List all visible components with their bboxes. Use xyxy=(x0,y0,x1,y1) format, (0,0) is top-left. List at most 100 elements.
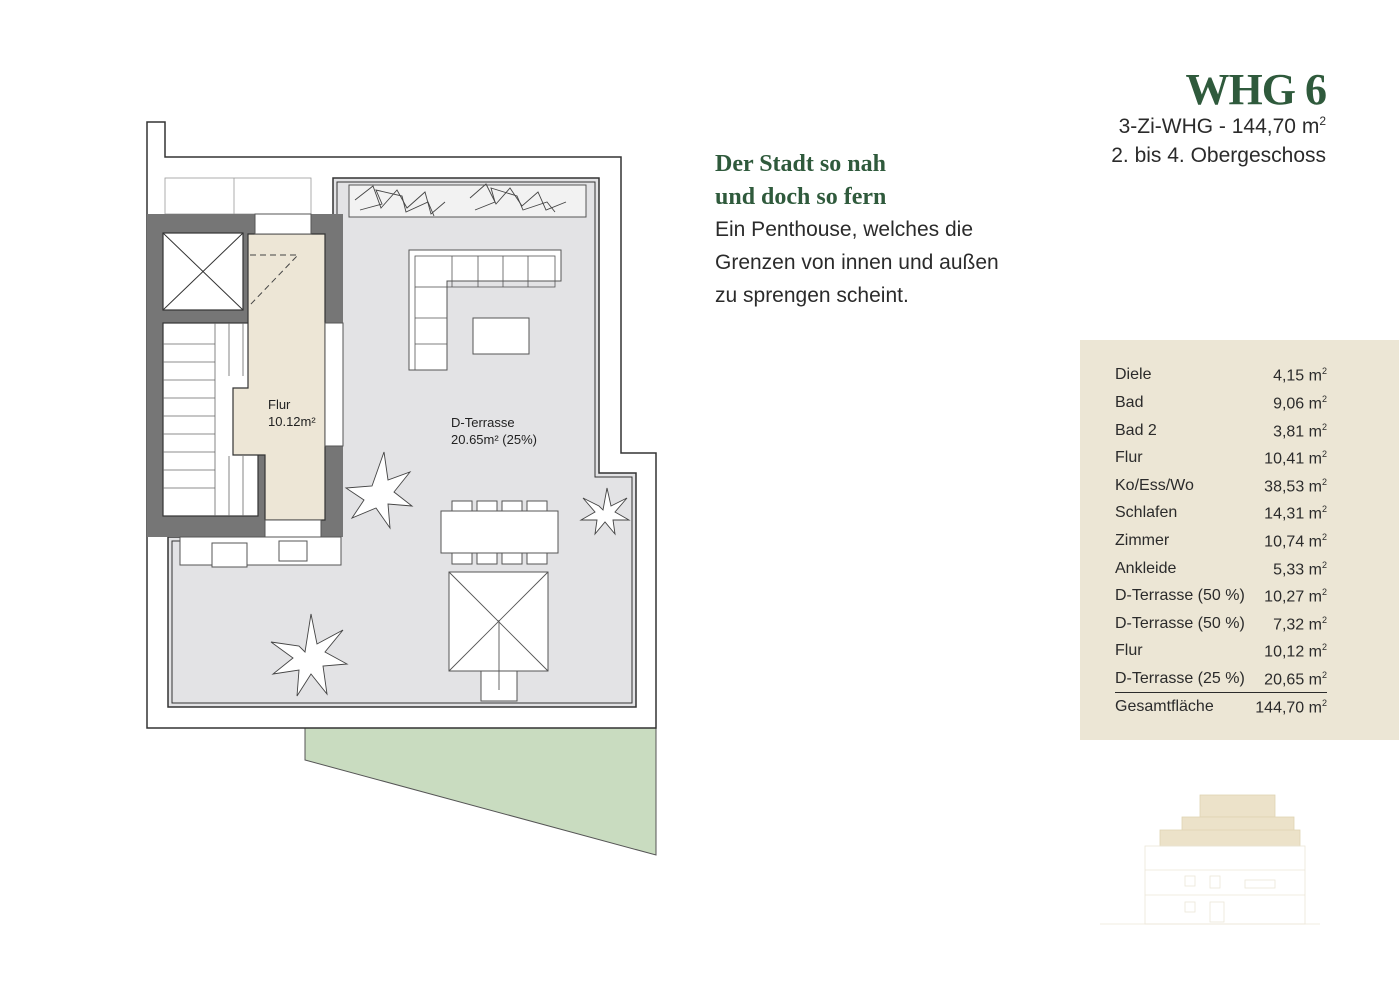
intro-body: Ein Penthouse, welches die Grenzen von i… xyxy=(715,213,1045,312)
area-row-value: 7,32 m2 xyxy=(1273,615,1327,634)
unit-sup: 2 xyxy=(1321,532,1327,542)
stair-treads xyxy=(163,323,244,516)
unit-sup: 2 xyxy=(1321,615,1327,625)
area-row-value: 10,12 m2 xyxy=(1264,642,1327,661)
area-row-value: 5,33 m2 xyxy=(1273,560,1327,579)
area-row-value-text: 38,53 m xyxy=(1264,478,1322,496)
intro-body-line-1: Ein Penthouse, welches die xyxy=(715,218,973,241)
area-row-name: Zimmer xyxy=(1115,532,1170,549)
roof-strip xyxy=(164,177,312,215)
parasol-line xyxy=(448,571,549,672)
area-row-name: Bad xyxy=(1115,394,1144,411)
area-row-value: 3,81 m2 xyxy=(1273,422,1327,441)
apartment-size: 3-Zi-WHG - 144,70 m2 xyxy=(1119,114,1326,139)
sliding-door xyxy=(324,322,344,447)
unit-sup: 2 xyxy=(1321,698,1327,708)
window xyxy=(254,213,312,235)
area-row-value-text: 3,81 m xyxy=(1273,423,1322,441)
area-row-value: 10,27 m2 xyxy=(1264,587,1327,606)
area-row: Flur 10,12 m2 xyxy=(1115,642,1327,664)
area-row-value: 14,31 m2 xyxy=(1264,504,1327,523)
unit-sup: 2 xyxy=(1321,504,1327,514)
apartment-title: WHG 6 xyxy=(1185,65,1327,114)
window xyxy=(264,519,322,538)
area-row-value-text: 10,74 m xyxy=(1264,533,1322,551)
unit-sup: 2 xyxy=(1321,642,1327,652)
area-row: Diele 4,15 m2 xyxy=(1115,366,1327,388)
area-row-value: 38,53 m2 xyxy=(1264,477,1327,496)
building-thumbnail xyxy=(1100,794,1320,925)
area-row-value-text: 14,31 m xyxy=(1264,505,1322,523)
area-row: Bad 9,06 m2 xyxy=(1115,394,1327,416)
sink xyxy=(211,542,248,568)
planter-plants xyxy=(354,183,567,217)
plant-icon xyxy=(579,487,631,536)
area-row-name: Diele xyxy=(1115,366,1152,383)
intro-body-line-3: zu sprengen scheint. xyxy=(715,284,909,307)
area-row-value: 10,41 m2 xyxy=(1264,449,1327,468)
area-row: Zimmer 10,74 m2 xyxy=(1115,532,1327,554)
area-row-name: Ankleide xyxy=(1115,560,1177,577)
thumb-top-floor xyxy=(1199,794,1276,818)
unit-sup: 2 xyxy=(1321,587,1327,597)
area-total-value-text: 144,70 m xyxy=(1255,699,1322,717)
sofa-cushions xyxy=(414,255,556,370)
thumb-lower-floors xyxy=(1100,845,1320,925)
area-row-value-text: 20,65 m xyxy=(1264,671,1322,689)
area-row-value-text: 10,41 m xyxy=(1264,450,1322,468)
area-row: Flur 10,41 m2 xyxy=(1115,449,1327,471)
terrace-area-label: 20.65m² (25%) xyxy=(451,432,537,447)
unit-sup: 2 xyxy=(1321,449,1327,459)
area-row-value: 4,15 m2 xyxy=(1273,366,1327,385)
area-row: D-Terrasse (50 %) 10,27 m2 xyxy=(1115,587,1327,609)
floor-plan: Flur 10.12m² D-Terrasse 20.65m² (25%) xyxy=(146,121,657,856)
unit-sup: 2 xyxy=(1321,560,1327,570)
area-row-name: D-Terrasse (50 %) xyxy=(1115,587,1245,604)
coffee-table xyxy=(472,317,530,355)
thumb-terrace xyxy=(1159,829,1301,847)
total-divider xyxy=(1115,692,1327,693)
unit-sup: 2 xyxy=(1321,422,1327,432)
area-row-name: D-Terrasse (25 %) xyxy=(1115,670,1245,687)
area-row: Ko/Ess/Wo 38,53 m2 xyxy=(1115,477,1327,499)
area-total-name: Gesamtfläche xyxy=(1115,698,1214,715)
area-row-value: 10,74 m2 xyxy=(1264,532,1327,551)
dining-chairs xyxy=(451,500,548,565)
unit-sup: 2 xyxy=(1321,670,1327,680)
apartment-floors: 2. bis 4. Obergeschoss xyxy=(1111,144,1326,167)
area-row: Ankleide 5,33 m2 xyxy=(1115,560,1327,582)
flur-label: Flur xyxy=(268,397,291,412)
intro-headline-line-2: und doch so fern xyxy=(715,184,887,210)
area-row-name: Flur xyxy=(1115,449,1143,466)
area-total-row: Gesamtfläche 144,70 m2 xyxy=(1115,698,1327,720)
area-row-name: Flur xyxy=(1115,642,1143,659)
intro-body-line-2: Grenzen von innen und außen xyxy=(715,251,999,274)
lift-cross xyxy=(162,232,244,311)
plant-icon xyxy=(270,613,349,697)
door-swing xyxy=(249,254,300,306)
area-row-value-text: 10,27 m xyxy=(1264,588,1322,606)
area-row-value: 9,06 m2 xyxy=(1273,394,1327,413)
intro-headline-line-1: Der Stadt so nah xyxy=(715,151,886,177)
area-row-value-text: 10,12 m xyxy=(1264,643,1322,661)
plant-icon xyxy=(344,451,414,530)
area-row-name: Ko/Ess/Wo xyxy=(1115,477,1194,494)
unit-sup: 2 xyxy=(1321,394,1327,404)
unit-sup: 2 xyxy=(1321,477,1327,487)
area-total-value: 144,70 m2 xyxy=(1255,698,1327,717)
apartment-size-text: 3-Zi-WHG - 144,70 m xyxy=(1118,115,1320,138)
planter xyxy=(348,184,587,218)
area-row-value-text: 9,06 m xyxy=(1273,395,1322,413)
area-row-value-text: 5,33 m xyxy=(1273,561,1322,579)
unit-sup: 2 xyxy=(1321,366,1327,376)
area-row-value-text: 4,15 m xyxy=(1273,367,1322,385)
terrace-label: D-Terrasse xyxy=(451,415,515,430)
intro-headline: Der Stadt so nah und doch so fern xyxy=(715,148,886,214)
area-row: D-Terrasse (50 %)7,32 m2 xyxy=(1115,615,1327,637)
area-row-value: 20,65 m2 xyxy=(1264,670,1327,689)
hob xyxy=(278,540,308,562)
apartment-size-unit-sup: 2 xyxy=(1319,114,1326,128)
